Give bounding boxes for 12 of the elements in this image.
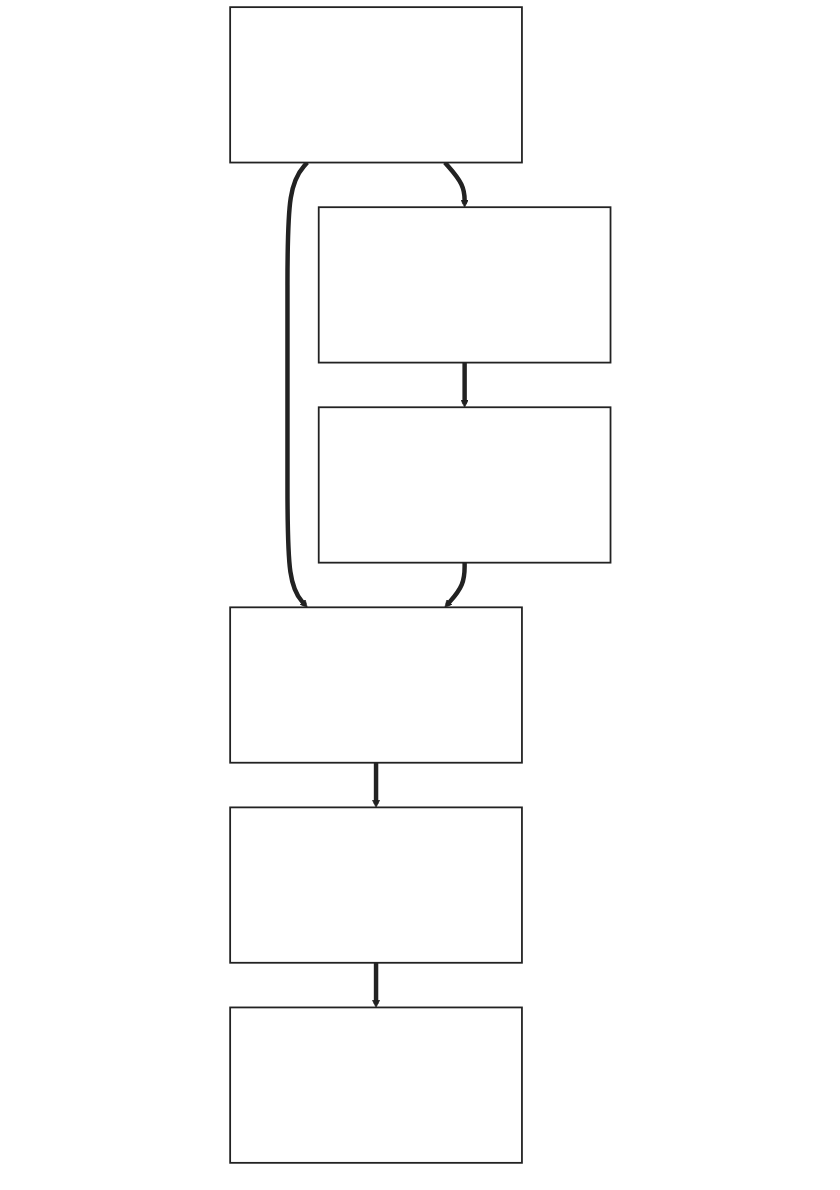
node-box (228, 1006, 523, 1164)
arrow (460, 362, 469, 408)
node-box (228, 806, 523, 964)
node-box (228, 606, 523, 764)
arrow (371, 762, 380, 808)
arrow (284, 161, 309, 608)
arrow (444, 562, 467, 608)
node-box (228, 6, 523, 164)
node-box (317, 206, 612, 364)
node-box (317, 406, 612, 564)
arrow (371, 962, 380, 1008)
arrow (442, 161, 469, 208)
